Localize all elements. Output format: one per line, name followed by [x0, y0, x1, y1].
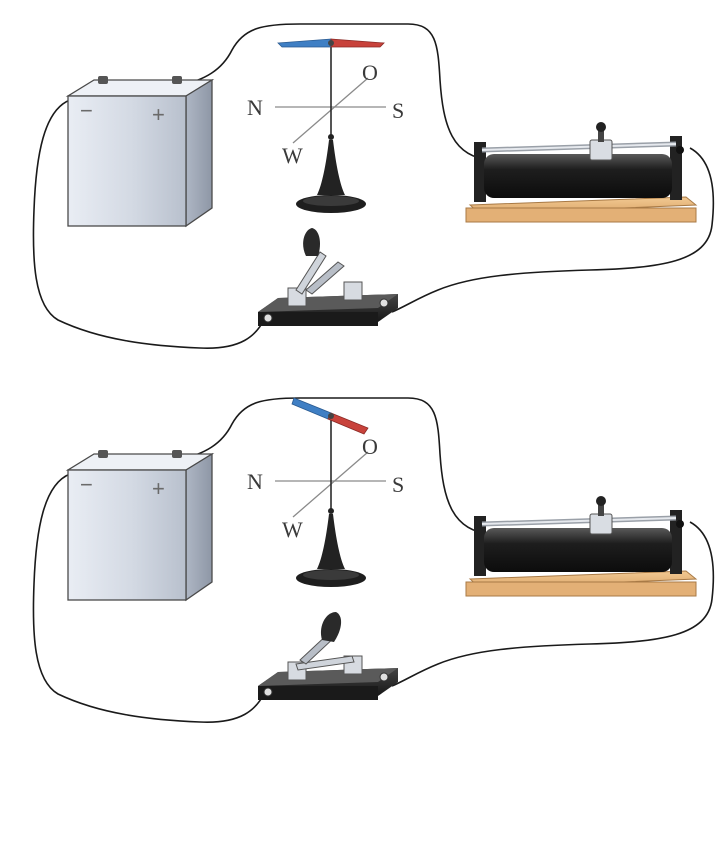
needle-stand [317, 514, 345, 569]
compass-label-origin: O [362, 434, 378, 459]
needle-stand [317, 140, 345, 195]
switch-blade [295, 251, 327, 295]
rheostat-slider[interactable] [589, 496, 613, 535]
switch-handle [303, 228, 320, 256]
rheostat-left-post [474, 516, 486, 576]
rheostat-base [465, 581, 697, 597]
switch-blade [295, 655, 355, 671]
panel-open-circuit: − + N S W O [32, 23, 715, 349]
rheostat-left-post [474, 142, 486, 202]
battery-terminal-positive [172, 450, 182, 458]
panel-closed-circuit: − + N S W O [32, 397, 715, 723]
knife-switch-open[interactable] [258, 228, 398, 326]
battery: − + [65, 76, 215, 228]
battery: − + [65, 450, 215, 602]
rheostat [465, 496, 698, 597]
battery-positive-sign: + [152, 476, 165, 501]
rheostat-coil [484, 154, 672, 198]
compass: N S W O [247, 397, 404, 587]
battery-negative-sign: − [80, 472, 93, 497]
rheostat-slider[interactable] [589, 122, 613, 161]
battery-front [67, 95, 187, 227]
compass-label-west: W [282, 143, 303, 168]
magnetic-needle-north [291, 397, 332, 420]
battery-side [185, 452, 213, 602]
compass: N S W O [247, 38, 404, 213]
switch-handle [320, 612, 342, 642]
compass-label-south: S [392, 472, 404, 497]
rheostat-base [465, 207, 697, 223]
magnetic-needle-south [330, 38, 385, 48]
battery-terminal-positive [172, 76, 182, 84]
battery-negative-sign: − [80, 98, 93, 123]
battery-terminal-negative [98, 450, 108, 458]
wire-rheostat-to-switch [391, 147, 715, 313]
rheostat-coil [484, 528, 672, 572]
battery-terminal-negative [98, 76, 108, 84]
knife-switch-closed[interactable] [258, 612, 398, 700]
battery-side [185, 78, 213, 228]
battery-front [67, 469, 187, 601]
rheostat [465, 122, 698, 223]
battery-positive-sign: + [152, 102, 165, 127]
magnetic-needle-south [327, 412, 369, 435]
compass-label-north: N [247, 469, 263, 494]
compass-label-west: W [282, 517, 303, 542]
compass-label-origin: O [362, 60, 378, 85]
wire-battery-to-compass [177, 23, 493, 161]
compass-label-south: S [392, 98, 404, 123]
compass-label-north: N [247, 95, 263, 120]
wire-battery-to-compass [177, 397, 493, 535]
magnetic-needle-north [277, 38, 332, 48]
wire-rheostat-to-switch [391, 521, 715, 687]
